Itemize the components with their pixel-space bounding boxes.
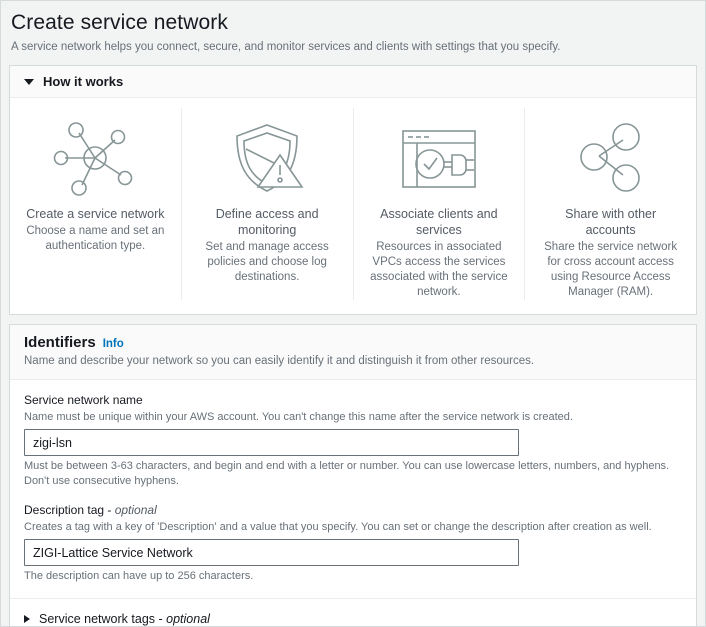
page-header: Create service network A service network… <box>1 1 705 65</box>
how-it-works-card-access: Define access and monitoring Set and man… <box>182 108 354 300</box>
service-network-name-label: Service network name <box>24 393 143 407</box>
identifiers-header: Identifiers Info Name and describe your … <box>10 325 696 380</box>
description-tag-label: Description tag - optional <box>24 502 682 518</box>
share-nodes-icon <box>539 118 682 198</box>
service-network-name-description: Name must be unique within your AWS acco… <box>24 411 573 423</box>
how-it-works-card-associate: Associate clients and services Resources… <box>354 108 526 300</box>
page-title: Create service network <box>11 11 228 34</box>
card-description: Choose a name and set an authentication … <box>26 225 165 252</box>
service-network-name-field: Service network name Name must be unique… <box>24 392 682 489</box>
info-link[interactable]: Info <box>102 338 124 350</box>
chevron-right-icon <box>24 615 30 623</box>
identifiers-panel: Identifiers Info Name and describe your … <box>9 324 697 626</box>
description-tag-input[interactable] <box>24 539 519 566</box>
description-tag-optional-text: optional <box>114 503 157 517</box>
how-it-works-title: How it works <box>43 74 124 89</box>
description-tag-field: Description tag - optional Creates a tag… <box>24 502 682 584</box>
service-network-tags-label: Service network tags - optional <box>39 612 210 626</box>
card-description: Set and manage access policies and choos… <box>205 241 329 283</box>
how-it-works-header[interactable]: How it works <box>10 66 696 98</box>
how-it-works-panel: How it works <box>9 65 697 315</box>
description-tag-hint: The description can have up to 256 chara… <box>24 570 254 582</box>
card-description: Share the service network for cross acco… <box>544 241 678 298</box>
service-network-tags-label-text: Service network tags - <box>39 612 167 626</box>
service-network-tags-section[interactable]: Service network tags - optional <box>10 598 696 626</box>
identifiers-subtitle: Name and describe your network so you ca… <box>24 355 535 367</box>
service-network-name-input[interactable] <box>24 429 519 456</box>
card-title: Create a service network <box>26 207 165 221</box>
service-network-tags-optional-text: optional <box>166 612 210 626</box>
description-tag-description: Creates a tag with a key of 'Description… <box>24 521 652 533</box>
card-description: Resources in associated VPCs access the … <box>370 241 508 298</box>
page-subtitle: A service network helps you connect, sec… <box>11 41 561 53</box>
identifiers-title: Identifiers <box>24 334 96 351</box>
how-it-works-card-share: Share with other accounts Share the serv… <box>525 108 696 300</box>
how-it-works-cards: Create a service network Choose a name a… <box>10 98 696 314</box>
browser-plug-icon <box>368 118 511 198</box>
card-title: Associate clients and services <box>380 207 498 237</box>
card-title: Define access and monitoring <box>215 207 319 237</box>
hub-network-icon <box>24 118 167 198</box>
identifiers-body: Service network name Name must be unique… <box>10 380 696 598</box>
chevron-down-icon <box>24 78 34 85</box>
how-it-works-card-create: Create a service network Choose a name a… <box>10 108 182 300</box>
service-network-name-hint: Must be between 3-63 characters, and beg… <box>24 460 670 487</box>
shield-warning-icon <box>196 118 339 198</box>
description-tag-label-text: Description tag - <box>24 503 115 517</box>
card-title: Share with other accounts <box>565 207 657 237</box>
